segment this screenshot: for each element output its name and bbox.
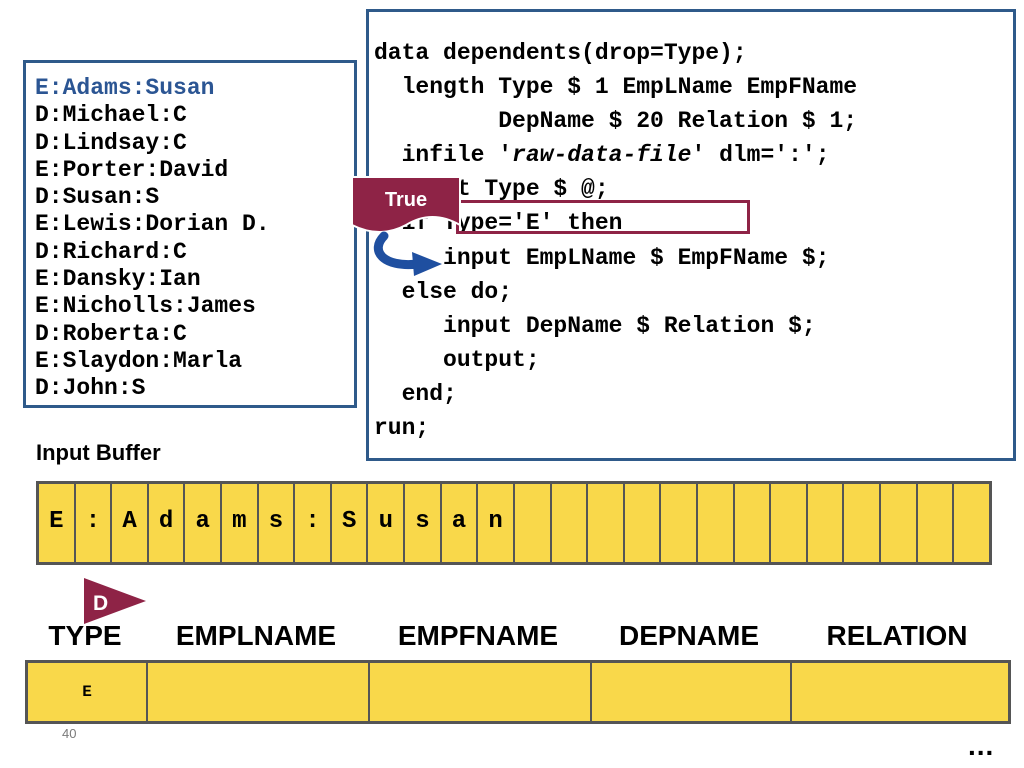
pdv-cell-relation: [792, 663, 1008, 721]
code-line: input EmpLName $ EmpFName $;: [374, 241, 857, 275]
buffer-cell: [735, 484, 772, 562]
code-line: length Type $ 1 EmpLName EmpFName: [374, 70, 858, 104]
pdv-cell-empfname: [370, 663, 592, 721]
buffer-cell: [625, 484, 662, 562]
buffer-cell: [918, 484, 955, 562]
code-text: else do;: [374, 278, 513, 305]
buffer-cell: a: [185, 484, 223, 562]
column-pointer-label: D: [93, 592, 109, 615]
pdv-cell-emplname: [148, 663, 370, 721]
code-line: output;: [374, 343, 857, 377]
code-text: end;: [374, 380, 457, 407]
buffer-cell: S: [332, 484, 369, 562]
code-text: infile ': [374, 142, 513, 169]
raw-data-line: E:Slaydon:Marla: [35, 347, 243, 374]
pdv-header-emplname: EMPLNAME: [175, 620, 337, 651]
buffer-cell: [661, 484, 698, 562]
program-code: data dependents(drop=Type); length Type …: [374, 36, 857, 445]
buffer-cell: [881, 484, 918, 562]
buffer-cell: :: [295, 484, 332, 562]
code-line: infile 'raw-data-file' dlm=':';: [374, 138, 857, 172]
raw-data-line: D:Susan:S: [35, 184, 160, 211]
pdv-header-relation: RELATION: [826, 620, 968, 651]
buffer-cell: s: [259, 484, 296, 562]
true-flag-shape: [351, 176, 461, 233]
pdv-headers: TYPE EMPLNAME EMPFNAME DEPNAME RELATION: [25, 620, 1011, 652]
buffer-cell: u: [368, 484, 406, 562]
column-pointer-icon: [84, 578, 146, 624]
buffer-cell: [698, 484, 735, 562]
buffer-cell: [515, 484, 552, 562]
code-text: input EmpLName $ EmpFName $;: [374, 244, 830, 271]
raw-data-line: D:John:S: [35, 375, 146, 402]
code-line: data dependents(drop=Type);: [374, 36, 857, 70]
pdv-header-empfname: EMPFNAME: [397, 620, 559, 651]
buffer-cell: [588, 484, 625, 562]
raw-data-line: D:Richard:C: [35, 238, 187, 265]
pdv-cell-type: E: [28, 663, 148, 721]
buffer-cell: d: [149, 484, 186, 562]
continuation-ellipsis: ...: [968, 730, 995, 761]
buffer-cell: [808, 484, 845, 562]
buffer-cell: A: [112, 484, 149, 562]
code-line: end;: [374, 377, 857, 411]
buffer-cell: :: [76, 484, 113, 562]
raw-data-line: E:Adams:Susan: [35, 75, 215, 101]
code-line: run;: [374, 411, 857, 445]
buffer-cell: [771, 484, 808, 562]
code-text: input DepName $ Relation $;: [374, 312, 816, 339]
raw-data-line: E:Dansky:Ian: [35, 266, 201, 293]
raw-data-line: E:Porter:David: [35, 156, 229, 183]
buffer-cell: [954, 484, 989, 562]
code-line: else do;: [374, 275, 857, 309]
page-number: 40: [62, 726, 77, 741]
pdv-cell-depname: [592, 663, 792, 721]
raw-data-line: E:Lewis:Dorian D.: [35, 211, 270, 238]
buffer-cell: [552, 484, 589, 562]
buffer-cell: n: [478, 484, 515, 562]
raw-data-line: D:Michael:C: [35, 102, 187, 129]
code-text: length Type $ 1 EmpLName EmpFName: [374, 74, 858, 101]
condition-result-label: True: [384, 189, 428, 211]
code-line: DepName $ 20 Relation $ 1;: [374, 104, 857, 138]
pdv-header-depname: DEPNAME: [618, 620, 759, 651]
buffer-cell: E: [39, 484, 76, 562]
condition-highlight: [456, 200, 750, 234]
raw-data-line: D:Roberta:C: [35, 320, 187, 347]
raw-data-line: E:Nicholls:James: [35, 293, 256, 320]
buffer-cell: [844, 484, 882, 562]
code-placeholder: raw-data-file: [512, 142, 692, 169]
buffer-cell: a: [442, 484, 479, 562]
code-text: output;: [374, 346, 540, 373]
pdv-header-type: TYPE: [48, 620, 122, 651]
code-text: DepName $ 20 Relation $ 1;: [374, 108, 858, 135]
program-panel: data dependents(drop=Type); length Type …: [366, 9, 1016, 461]
code-text: ' dlm=':';: [691, 142, 830, 169]
buffer-cell: s: [405, 484, 442, 562]
input-buffer-label: Input Buffer: [36, 440, 161, 465]
buffer-cell: m: [222, 484, 259, 562]
code-text: run;: [374, 415, 430, 442]
raw-data-line: D:Lindsay:C: [35, 129, 187, 156]
program-data-vector: E: [25, 660, 1011, 724]
code-line: input DepName $ Relation $;: [374, 309, 857, 343]
code-text: data dependents(drop=Type);: [374, 40, 747, 66]
curved-arrow-icon: [373, 231, 442, 276]
